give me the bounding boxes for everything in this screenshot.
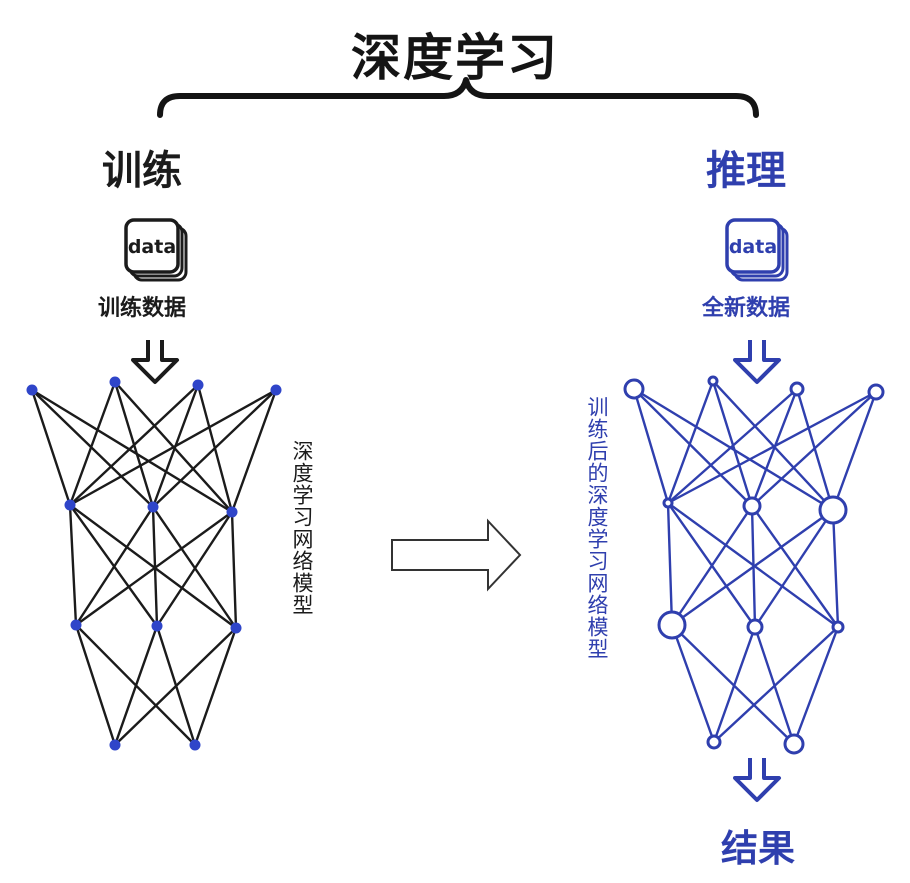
network-connection [670, 623, 716, 744]
network-connection [30, 388, 155, 509]
network-node [230, 622, 242, 634]
network-connection [151, 388, 278, 509]
network-node [623, 378, 645, 400]
network-connection [230, 510, 238, 630]
network-node [831, 620, 845, 634]
network-node [109, 376, 121, 388]
training-data-caption: 训练数据 [98, 296, 187, 321]
data-document-icon: data [124, 218, 188, 282]
network-connection [712, 625, 840, 744]
training-heading: 训练 [102, 148, 182, 194]
network-node [818, 495, 848, 525]
network-node [867, 383, 885, 401]
network-connection [831, 508, 840, 629]
network-node [746, 618, 764, 636]
network-connection [711, 379, 754, 508]
network-connection [68, 503, 78, 627]
inference-network [623, 375, 885, 755]
network-node [226, 506, 238, 518]
network-connection [74, 623, 117, 747]
network-node [64, 499, 76, 511]
down-arrow-icon [733, 340, 781, 384]
network-connection [753, 508, 835, 629]
network-node [783, 733, 805, 755]
network-node [662, 497, 674, 509]
network-connection [666, 379, 715, 505]
network-connection [74, 505, 155, 627]
network-connection [750, 390, 878, 508]
down-arrow-icon [131, 340, 179, 384]
network-node [707, 375, 719, 387]
network-connection [666, 390, 878, 505]
network-connection [30, 388, 234, 514]
network-node [742, 496, 762, 516]
result-label: 结果 [721, 827, 795, 870]
network-connection [712, 625, 757, 744]
network-node [109, 739, 121, 751]
inference-model-label: 训练后的深度学习网络模型 [585, 396, 609, 660]
network-node [657, 610, 687, 640]
network-connection [666, 501, 674, 627]
network-connection [155, 510, 234, 628]
network-node [70, 619, 82, 631]
network-connection [666, 387, 799, 505]
network-node [706, 734, 722, 750]
network-connection [68, 503, 238, 630]
network-connection [670, 508, 835, 627]
brace-icon [157, 77, 759, 118]
network-connection [670, 623, 796, 746]
network-connection [670, 504, 754, 627]
svg-text:data: data [729, 236, 777, 258]
down-arrow-icon [733, 758, 781, 802]
network-connection [68, 380, 117, 507]
network-connection [632, 387, 670, 505]
network-node [270, 384, 282, 396]
network-node [789, 381, 805, 397]
network-connection [74, 510, 234, 627]
network-connection [711, 379, 835, 512]
network-connection [632, 387, 754, 508]
data-document-icon: data [725, 218, 789, 282]
training-model-label: 深度学习网络模型 [290, 440, 314, 616]
network-connection [792, 625, 840, 746]
network-node [26, 384, 38, 396]
network-connection [831, 390, 878, 512]
training-network [26, 376, 282, 751]
network-connection [230, 388, 278, 514]
network-node [192, 379, 204, 391]
network-connection [68, 383, 200, 507]
network-connection [30, 388, 72, 507]
network-connection [113, 626, 238, 747]
new-data-caption: 全新数据 [702, 296, 791, 321]
network-node [189, 739, 201, 751]
right-arrow-icon [391, 518, 522, 592]
network-connection [193, 626, 238, 747]
inference-heading: 推理 [706, 148, 786, 194]
diagram-title: 深度学习 [351, 29, 559, 87]
network-connection [113, 624, 159, 747]
network-node [147, 501, 159, 513]
svg-text:data: data [128, 236, 176, 258]
network-node [151, 620, 163, 632]
network-connection [68, 388, 278, 507]
